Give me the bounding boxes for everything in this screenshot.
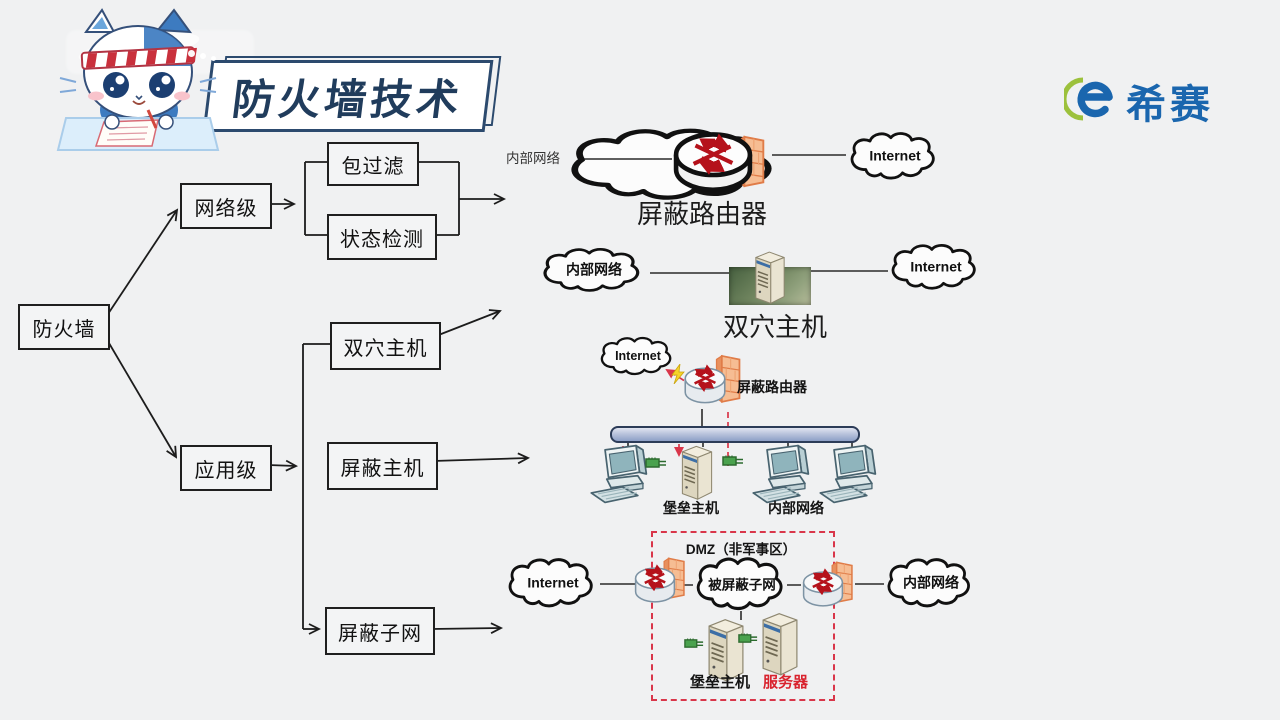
brand-name: 希赛 [1126, 83, 1214, 127]
server-label: 服务器 [763, 674, 809, 691]
pc-icon [748, 443, 824, 505]
trail-dot [200, 53, 206, 59]
tree-node-label: 包过滤 [341, 155, 405, 178]
server-tower-icon [750, 604, 810, 678]
tree-node-packet-filter: 包过滤 [327, 142, 419, 186]
bastion-host-label: 堡垒主机 [663, 500, 719, 516]
caption-text: 屏蔽路由器 [636, 199, 767, 229]
internet-cloud: Internet [596, 336, 680, 378]
router-label: 屏蔽路由器 [737, 379, 807, 395]
internet-cloud: Internet [845, 131, 945, 183]
network-plug-icon [684, 638, 704, 649]
internal-network-cloud: 内部网络 [537, 247, 651, 295]
bastion-host-label: 堡垒主机 [690, 674, 751, 691]
internal-network-text: 内部网络 [506, 151, 560, 166]
tree-node-app-level: 应用级 [180, 445, 272, 491]
diagram-caption: 双穴主机 [700, 307, 850, 344]
tree-node-label: 屏蔽子网 [338, 622, 422, 645]
network-plug-icon [722, 455, 744, 467]
page-title: 防火墙技术 [229, 75, 466, 123]
cloud-label: Internet [615, 348, 661, 363]
bus-bar [610, 426, 860, 443]
tree-node-label: 双穴主机 [343, 337, 428, 360]
title-banner: 防火墙技术 [202, 60, 494, 132]
router-icon [666, 127, 760, 199]
diagram-caption: 屏蔽路由器 [612, 194, 792, 231]
internal-network-label: 内部网络 [768, 500, 824, 516]
tree-node-network-level: 网络级 [180, 183, 272, 229]
connector-in-cloud [584, 158, 672, 160]
server-tower-icon [739, 244, 801, 306]
router-icon [629, 561, 681, 610]
internet-cloud: Internet [886, 243, 986, 293]
cloud-label: 内部网络 [566, 261, 622, 278]
trail-dot [188, 50, 195, 57]
tree-node-label: 网络级 [194, 197, 258, 220]
tree-node-firewall: 防火墙 [18, 304, 110, 350]
brand-logo-icon [1064, 77, 1113, 121]
tree-node-screened-subnet: 屏蔽子网 [325, 607, 435, 655]
internet-cloud: Internet [503, 557, 603, 611]
mascot-cat [56, 8, 220, 151]
server-tower-icon [666, 438, 728, 502]
network-plug-icon [645, 457, 667, 469]
caption-text: 双穴主机 [722, 312, 827, 342]
internal-network-cloud: 内部网络 [882, 557, 980, 611]
tree-node-label: 防火墙 [32, 318, 96, 341]
trail-dot [211, 56, 216, 61]
screened-subnet-cloud: 被屏蔽子网 [691, 556, 793, 614]
cloud-label: Internet [910, 258, 962, 275]
tree-node-stateful-inspection: 状态检测 [327, 214, 437, 260]
router-icon [679, 360, 731, 412]
tree-node-label: 状态检测 [340, 228, 424, 251]
router-icon [797, 565, 849, 614]
tree-node-screened-host: 屏蔽主机 [327, 442, 438, 490]
cloud-label: 内部网络 [903, 574, 959, 591]
tree-node-label: 屏蔽主机 [340, 457, 425, 480]
dmz-label: DMZ（非军事区） [685, 542, 797, 557]
tree-node-dual-homed: 双穴主机 [330, 322, 441, 370]
network-plug-icon [738, 633, 758, 644]
pc-icon [586, 443, 662, 505]
cloud-label: Internet [869, 147, 921, 164]
cloud-label: Internet [527, 574, 579, 591]
tree-node-label: 应用级 [194, 459, 258, 482]
dmz-boundary [651, 531, 835, 701]
pc-icon [815, 443, 891, 505]
cloud-label: 被屏蔽子网 [708, 577, 776, 593]
